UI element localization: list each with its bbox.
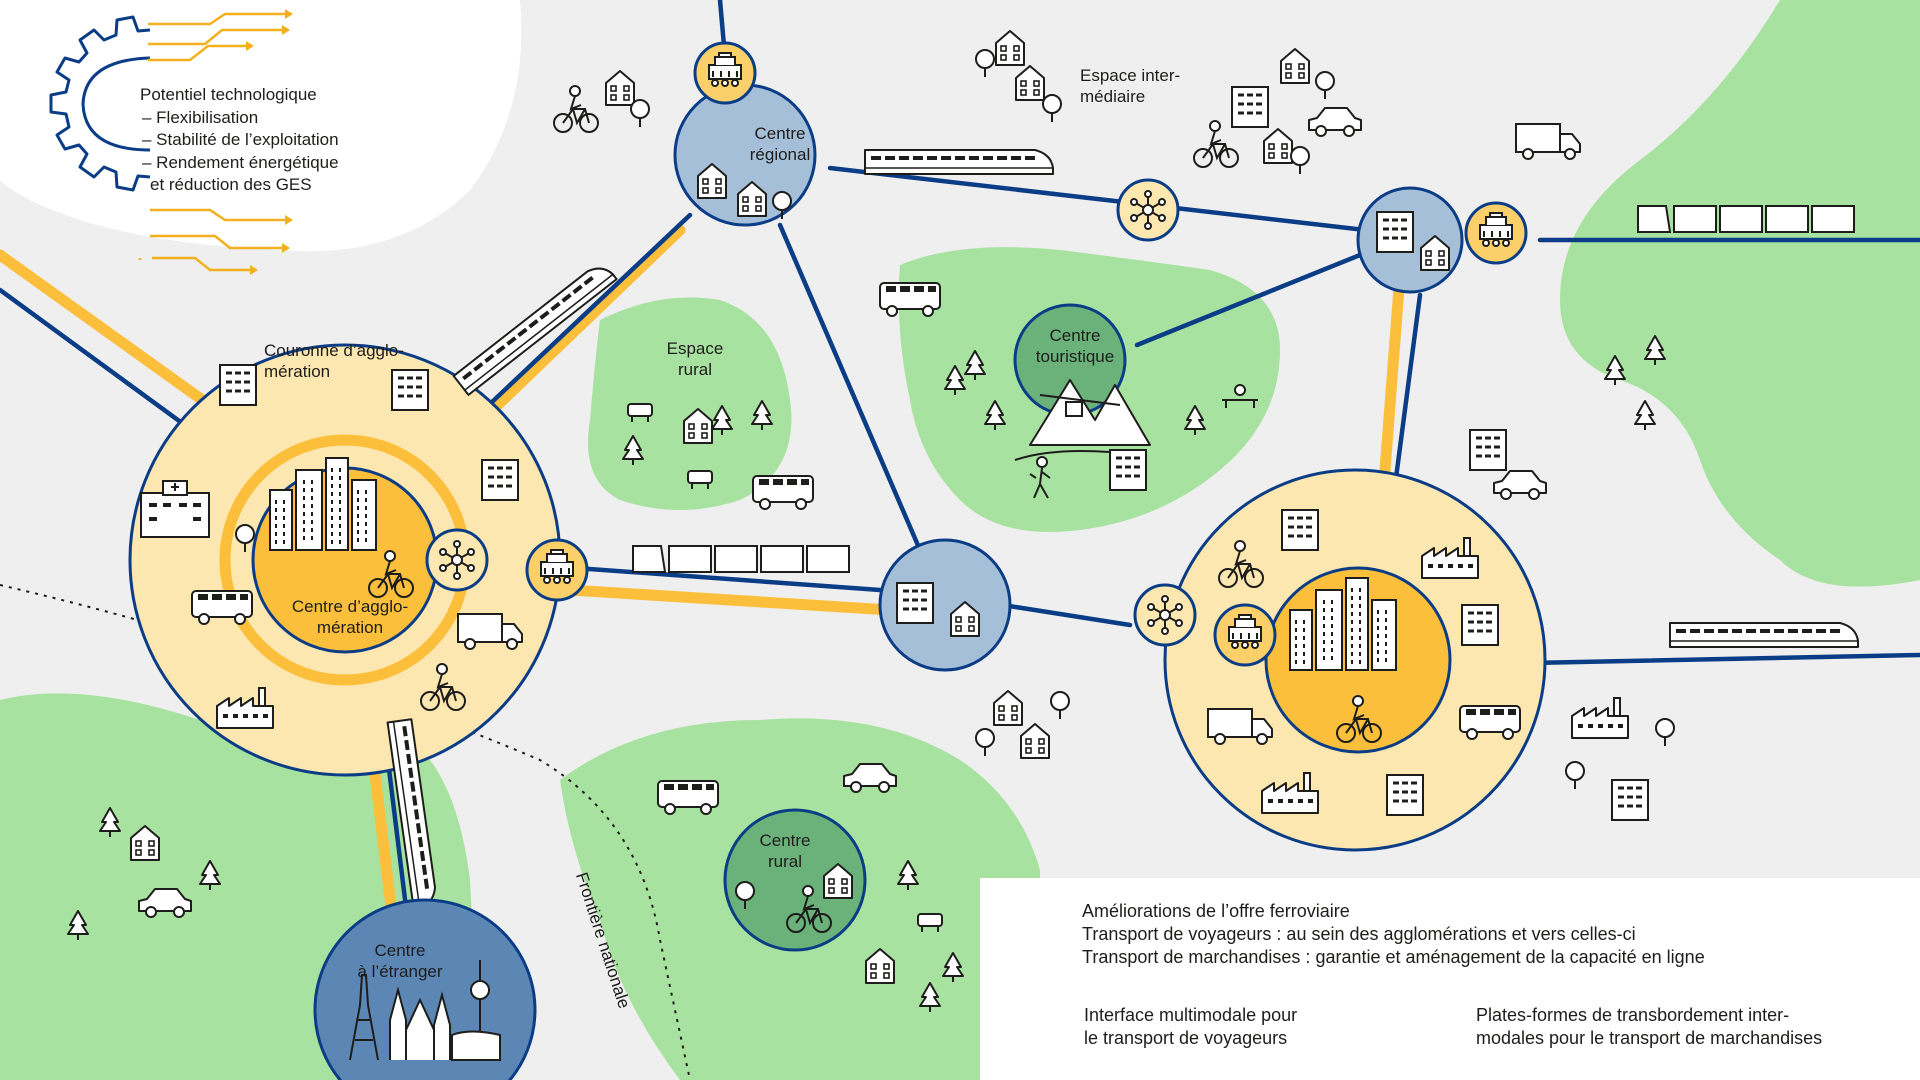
- label-espace-rural: Espace rural: [666, 339, 724, 380]
- bicycle-icon: [553, 85, 599, 133]
- tech-item: et réduction des GES: [150, 175, 312, 194]
- label-espace-intermediaire: Espace inter- médiaire: [1080, 66, 1181, 107]
- building-icon: [1385, 773, 1425, 817]
- freight-hub-icon: [525, 538, 589, 602]
- cow-icon: [917, 913, 943, 932]
- building-icon: [1020, 723, 1050, 759]
- tech-item: – Rendement énergétique: [142, 152, 339, 172]
- car-icon: [1308, 107, 1362, 137]
- label-centre-agglo: Centre d’agglo- mération: [291, 597, 409, 638]
- train-icon: [863, 148, 1055, 176]
- circuit-icon: [138, 12, 285, 272]
- building-icon: [1375, 210, 1415, 254]
- train-icon: [1668, 621, 1860, 649]
- cathedral-icon: [389, 986, 451, 1060]
- tree-icon: [1290, 146, 1310, 175]
- freight-hub-icon: [1213, 603, 1277, 667]
- hospital-icon: [140, 480, 210, 538]
- rural-centre: [723, 808, 867, 952]
- freight-train-icon: [632, 545, 850, 573]
- cow-icon: [627, 403, 653, 422]
- multimodal-hub-icon: [1133, 583, 1197, 647]
- building-icon: [1015, 65, 1045, 101]
- bench-icon: [1222, 384, 1258, 408]
- label-centre-touristique: Centre touristique: [1035, 326, 1115, 367]
- building-icon: [1460, 603, 1500, 647]
- tree-icon: [630, 99, 650, 128]
- building-icon: [895, 581, 935, 625]
- building-icon: [1280, 48, 1310, 84]
- multimodal-hub-icon: [425, 528, 489, 592]
- multimodal-hub-icon: [1116, 178, 1180, 242]
- freight-hub-icon: [1464, 201, 1528, 265]
- cable-car-icon: [1039, 394, 1121, 417]
- regional-centre-middle: [878, 538, 1012, 672]
- truck-icon: [1515, 123, 1581, 160]
- tech-title: Potentiel technologique: [140, 85, 317, 104]
- tree-icon: [975, 49, 995, 78]
- building-icon: [480, 458, 520, 502]
- building-icon: [1610, 778, 1650, 822]
- building-icon: [1263, 128, 1293, 164]
- legend: Améliorations de l’offre ferroviaire Tra…: [980, 878, 1920, 1080]
- label-centre-etranger: Centre à l’étranger: [357, 941, 443, 982]
- car-icon: [1493, 470, 1547, 500]
- hiker-icon: [1029, 456, 1051, 499]
- legend-transshipment: Plates-formes de transbordement inter- m…: [1476, 1005, 1823, 1048]
- tech-item: – Stabilité de l’exploitation: [142, 130, 339, 149]
- tree-icon: [1050, 691, 1070, 720]
- legend-multimodal: Interface multimodale pour le transport …: [1084, 1005, 1298, 1048]
- tree-icon: [1655, 718, 1675, 747]
- technology-potential: Potentiel technologique – Flexibilisatio…: [140, 84, 339, 197]
- label-centre-rural: Centre rural: [759, 831, 811, 872]
- building-icon: [1468, 428, 1508, 472]
- eiffel-tower-icon: [349, 974, 379, 1061]
- building-icon: [1280, 508, 1320, 552]
- building-icon: [605, 70, 635, 106]
- building-icon: [993, 690, 1023, 726]
- gear-icon: [49, 15, 151, 192]
- building-icon: [1108, 448, 1148, 492]
- cow-icon: [687, 470, 713, 489]
- tech-item: – Flexibilisation: [142, 107, 259, 127]
- agglomeration-ring: [128, 343, 562, 777]
- bus-icon: [753, 476, 813, 509]
- building-icon: [1230, 85, 1270, 129]
- colosseum-icon: [451, 1030, 501, 1061]
- tree-icon: [975, 728, 995, 757]
- legend-rail-passengers: Transport de voyageurs : au sein des agg…: [1082, 924, 1636, 944]
- freight-hub-icon: [693, 41, 757, 105]
- tree-icon: [1042, 94, 1062, 123]
- tree-icon: [1565, 761, 1585, 790]
- circuit-arrows: [246, 9, 293, 275]
- label-centre-regional: Centre régional: [749, 124, 811, 165]
- legend-rail-freight: Transport de marchandises : garantie et …: [1082, 947, 1705, 967]
- tree-icon: [1315, 71, 1335, 100]
- factory-icon: [1570, 696, 1630, 740]
- legend-rail-title: Améliorations de l’offre ferroviaire: [1082, 901, 1350, 921]
- label-couronne: Couronne d’agglo- mération: [264, 341, 404, 382]
- building-icon: [995, 30, 1025, 66]
